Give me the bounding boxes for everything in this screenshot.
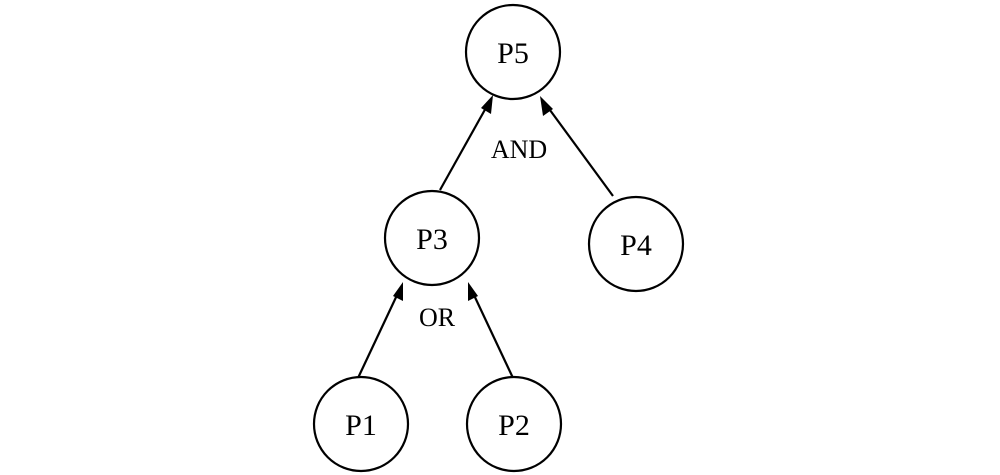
node-p4-label: P4 xyxy=(620,229,652,262)
node-p3: P3 xyxy=(383,189,481,287)
node-p1: P1 xyxy=(312,375,410,473)
node-p2-label: P2 xyxy=(498,409,530,442)
node-p1-label: P1 xyxy=(345,409,377,442)
edge-p2-to-p3 xyxy=(472,292,514,379)
arrowhead-p3-to-p5 xyxy=(481,95,493,114)
arrowhead-p4-to-p5 xyxy=(540,96,553,116)
edge-p3-to-p5 xyxy=(439,105,488,191)
arrowhead-p1-to-p3 xyxy=(393,282,403,301)
node-p2: P2 xyxy=(465,375,563,473)
edge-p4-to-p5 xyxy=(546,105,614,197)
node-p5: P5 xyxy=(464,3,562,101)
node-p4: P4 xyxy=(587,195,685,293)
or-label: OR xyxy=(419,303,456,332)
arrowhead-p2-to-p3 xyxy=(468,282,478,301)
edge-p1-to-p3 xyxy=(357,292,399,379)
node-p3-label: P3 xyxy=(416,223,448,256)
and-label: AND xyxy=(491,135,547,164)
node-p5-label: P5 xyxy=(497,37,529,70)
